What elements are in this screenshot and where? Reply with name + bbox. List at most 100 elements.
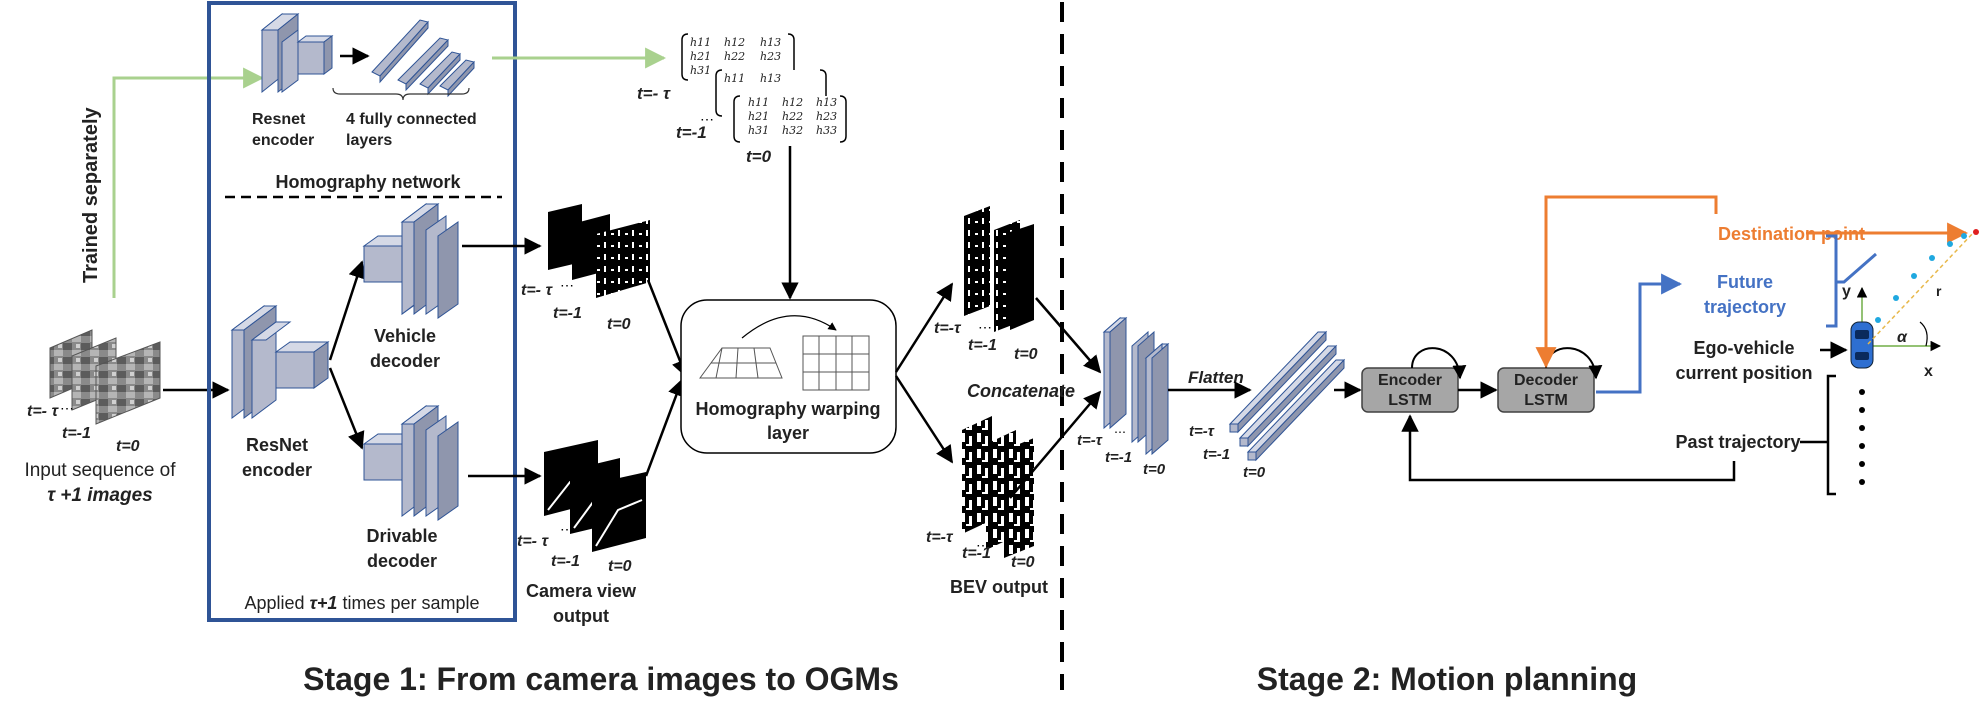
- past-trajectory-bracket: [1800, 374, 1836, 496]
- svg-text:h31: h31: [690, 64, 711, 77]
- flat-t-mid: t=-1: [1203, 446, 1230, 463]
- resnet-encoder-line1: ResNet: [246, 435, 308, 455]
- matrix-t-first: t=- τ: [637, 84, 671, 103]
- camera-view-line2: output: [553, 606, 609, 626]
- svg-text:h22: h22: [724, 50, 745, 63]
- encoder-recurrent-arrow: [1411, 347, 1467, 380]
- vehicle-to-warp-arrow: [646, 279, 689, 378]
- upper-t-mid: t=-1: [553, 305, 582, 322]
- svg-text:h12: h12: [782, 96, 803, 109]
- svg-text:h21: h21: [690, 50, 711, 63]
- past-trajectory-feedback-arrow: [1401, 414, 1736, 482]
- homography-resnet-line1: Resnet: [252, 111, 306, 128]
- svg-text:h11: h11: [690, 36, 711, 49]
- encoder-to-vehicle-arrow: [328, 260, 366, 361]
- input-image-stack: ⋯: [49, 329, 161, 425]
- past-trajectory-dots: [1859, 389, 1865, 485]
- warping-layer-line2: layer: [767, 423, 809, 443]
- vehicle-decoder-line1: Vehicle: [374, 326, 436, 346]
- drivable-decoder-line1: Drivable: [366, 526, 437, 546]
- range-line: [1867, 231, 1975, 345]
- svg-text:h11: h11: [724, 72, 745, 85]
- svg-text:h13: h13: [760, 72, 781, 85]
- trained-separately-arrow: [112, 67, 265, 298]
- input-t-last: t=0: [116, 438, 140, 455]
- fc-label-line1: 4 fully connected: [346, 111, 477, 128]
- input-caption-line2: τ +1 images: [47, 485, 152, 506]
- decoder-lstm-line1: Decoder: [1514, 372, 1578, 389]
- bev-lower-t-mid: t=-1: [962, 545, 991, 562]
- fc-label-line2: layers: [346, 132, 392, 149]
- concat-t-last: t=0: [1143, 461, 1166, 478]
- input-t-mid: t=-1: [62, 425, 91, 442]
- homography-matrices: ⋯: [681, 33, 847, 143]
- alpha-label: α: [1897, 329, 1908, 346]
- applied-times-label: Applied τ+1 times per sample: [244, 593, 479, 613]
- concatenate-label: Concatenate: [967, 381, 1075, 401]
- trained-separately-label: Trained separately: [80, 106, 102, 283]
- ego-vehicle-car-icon: [1850, 321, 1874, 369]
- future-trajectory-line2: trajectory: [1704, 297, 1786, 317]
- r-label: r: [1936, 283, 1942, 299]
- upper-t-last: t=0: [607, 316, 631, 333]
- bev-lower-t-last: t=0: [1011, 554, 1035, 571]
- svg-text:⋯: ⋯: [976, 537, 990, 553]
- alpha-arc: [1919, 321, 1928, 347]
- encoder-lstm-line2: LSTM: [1388, 392, 1432, 409]
- vehicle-camera-view-stack: ⋯: [548, 204, 650, 298]
- svg-text:⋯: ⋯: [560, 521, 574, 537]
- svg-text:h33: h33: [816, 124, 837, 137]
- svg-text:⋯: ⋯: [978, 319, 992, 335]
- svg-text:h11: h11: [748, 96, 769, 109]
- concat-t-mid: t=-1: [1105, 449, 1132, 466]
- bev-vehicle-stack: ⋯: [964, 206, 1034, 335]
- bev-vehicle-to-concat-arrow: [1035, 297, 1102, 374]
- ego-vehicle-line2: current position: [1675, 363, 1812, 383]
- homography-network-label: Homography network: [275, 172, 461, 192]
- drivable-to-warp-arrow: [644, 378, 685, 477]
- past-trajectory-label: Past trajectory: [1675, 432, 1800, 452]
- future-trajectory-line1: Future: [1717, 272, 1773, 292]
- fully-connected-layers: [371, 19, 475, 98]
- svg-text:h31: h31: [748, 124, 769, 137]
- bev-upper-t-first: t=-τ: [934, 320, 962, 337]
- lower-t-first: t=- τ: [517, 533, 549, 550]
- flat-t-last: t=0: [1243, 464, 1266, 481]
- resnet-encoder-block: [230, 305, 330, 419]
- warp-grid-icon: [699, 315, 870, 391]
- decoder-to-future-arrow: [1596, 273, 1683, 394]
- homography-resnet-encoder: [260, 12, 334, 94]
- lower-t-last: t=0: [608, 558, 632, 575]
- concat-t-first: t=-τ: [1077, 432, 1103, 449]
- destination-dot: [1973, 229, 1979, 235]
- flat-t-first: t=-τ: [1189, 423, 1215, 440]
- stage2-title: Stage 2: Motion planning: [1257, 661, 1637, 697]
- destination-point-label: Destination point: [1718, 224, 1865, 244]
- homography-resnet-line2: encoder: [252, 132, 314, 149]
- bev-lower-t-first: t=-τ: [926, 529, 954, 546]
- destination-to-decoder-arrow: [1535, 195, 1718, 369]
- encoder-lstm-line1: Encoder: [1378, 372, 1442, 389]
- bev-drivable-to-concat-arrow: [1009, 390, 1102, 499]
- encoder-to-drivable-arrow: [328, 367, 365, 450]
- axis-x-label: x: [1924, 363, 1933, 380]
- matrix-t-last: t=0: [746, 147, 772, 166]
- input-t-first: t=- τ: [27, 403, 59, 420]
- matrix-entries: h11 h12 h13 h21 h22 h23 h31 h11 h13 h11 …: [690, 36, 837, 137]
- svg-text:h21: h21: [748, 110, 769, 123]
- lower-t-mid: t=-1: [551, 553, 580, 570]
- axis-y-label: y: [1842, 283, 1851, 300]
- decoder-lstm-line2: LSTM: [1524, 392, 1568, 409]
- svg-text:⋯: ⋯: [1114, 425, 1126, 439]
- bev-upper-t-last: t=0: [1014, 346, 1038, 363]
- bev-upper-t-mid: t=-1: [968, 337, 997, 354]
- future-trajectory-dots: [1875, 233, 1967, 323]
- resnet-encoder-line2: encoder: [242, 460, 312, 480]
- svg-text:h12: h12: [724, 36, 745, 49]
- bev-drivable-stack: ⋯: [962, 416, 1034, 558]
- drivable-camera-view-stack: ⋯: [544, 440, 646, 552]
- drivable-decoder-line2: decoder: [367, 551, 437, 571]
- vehicle-decoder-block: [362, 203, 459, 319]
- shared-network-frame: [207, 1, 517, 622]
